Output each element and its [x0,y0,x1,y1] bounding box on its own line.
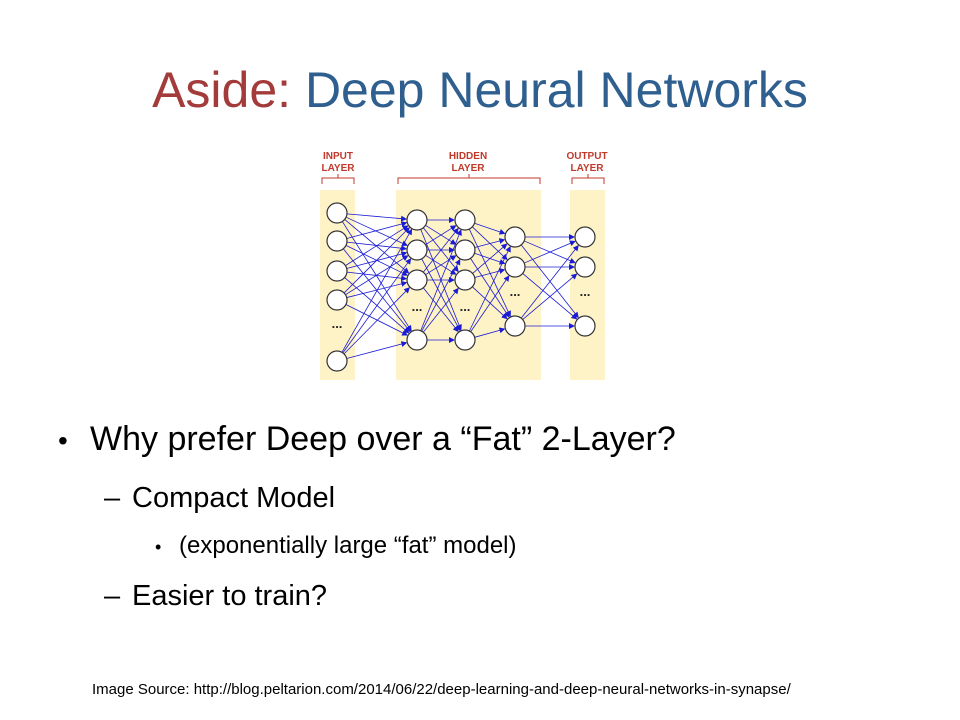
edge-l1n2-to-l2n1 [425,255,457,276]
edge-l1n1-to-l2n0 [425,225,457,246]
edge-l0n2-to-l1n3 [344,277,410,334]
ellipsis-layer3: ... [510,284,521,299]
edge-l1n2-to-l2n3 [422,287,459,333]
neuron-layer1-node2 [406,269,428,291]
edge-l3n1-to-l4n0 [524,240,576,264]
edge-l1n3-to-l2n1 [421,258,461,332]
edge-l0n2-to-l1n0 [345,225,409,266]
neuron-layer1-node3 [406,329,428,351]
edge-l1n3-to-l2n0 [420,229,462,331]
edge-l1n2-to-l2n0 [422,227,459,273]
ellipsis-layer1: ... [412,299,423,314]
neuron-layer3-node1 [504,256,526,278]
input-layer-bracket [321,174,355,184]
neuron-layer0-node1 [326,230,348,252]
edge-l0n3-to-l1n0 [343,227,410,294]
edge-l3n1-to-l4n2 [522,273,578,320]
output-layer-label-line2: LAYER [571,163,605,174]
neuron-layer1-node1 [406,239,428,261]
neuron-layer3-node2 [504,315,526,337]
neuron-layer2-node1 [454,239,476,261]
dash-marker: – [104,482,121,514]
edge-l0n3-to-l1n2 [346,280,408,298]
edge-l0n4-to-l1n3 [346,341,408,359]
edge-l1n3-to-l2n2 [422,287,459,333]
neuron-layer2-node2 [454,269,476,291]
edge-l2n3-to-l3n1 [470,275,510,332]
edge-l0n4-to-l1n0 [341,228,413,353]
edge-l3n0-to-l4n2 [520,244,579,319]
title-main: Deep Neural Networks [304,62,808,118]
sub-bullet-compact-text: Compact Model [132,482,336,514]
edge-l2n0-to-l3n2 [468,228,511,317]
slide-title: Aside: Deep Neural Networks [0,60,960,120]
sub-bullet-easier: –Easier to train? [104,578,327,614]
edge-l3n2-to-l4n0 [520,244,579,319]
edge-l2n2-to-l3n2 [472,286,508,320]
edge-l2n2-to-l3n0 [472,243,508,274]
sub-sub-bullet-text: (exponentially large “fat” model) [179,532,517,559]
neuron-nodes: ............... [326,202,596,372]
input-layer-label-line1: INPUT [323,151,353,162]
edge-l1n0-to-l2n1 [425,224,457,245]
image-source-caption: Image Source: http://blog.peltarion.com/… [92,681,791,698]
ellipsis-layer0: ... [332,316,343,331]
neuron-layer0-node3 [326,289,348,311]
bullet-dot: • [58,425,68,456]
output-layer-bracket [571,174,605,184]
dash-marker: – [104,580,121,612]
edge-l0n1-to-l1n0 [346,221,408,239]
connection-edges [341,213,579,359]
hidden-layer-label-line1: HIDDEN [449,151,487,162]
sub-sub-bullet: • (exponentially large “fat” model) [155,530,517,563]
bullet-main-text: Why prefer Deep over a “Fat” 2-Layer? [90,420,676,458]
edge-l3n2-to-l4n1 [522,273,578,320]
sub-bullet-compact: –Compact Model [104,480,335,516]
edge-l0n0-to-l1n3 [341,221,412,332]
edge-l2n1-to-l3n0 [474,238,506,248]
hidden-layer-label-line2: LAYER [452,163,486,174]
neuron-layer4-node0 [574,226,596,248]
neuron-layer4-node2 [574,315,596,337]
neuron-layer2-node3 [454,329,476,351]
neuron-layer0-node2 [326,260,348,282]
edge-l2n0-to-l3n1 [472,226,508,261]
neuron-layer4-node1 [574,256,596,278]
output-layer-label-line1: OUTPUT [566,151,607,162]
neuron-layer2-node0 [454,209,476,231]
edge-l2n1-to-l3n2 [470,258,510,318]
sub-bullet-easier-text: Easier to train? [132,580,328,612]
edge-l0n4-to-l1n2 [343,287,410,355]
neuron-layer0-node0 [326,202,348,224]
ellipsis-layer2: ... [460,299,471,314]
bullet-dot: • [155,537,162,557]
title-aside: Aside: [152,62,292,118]
output-layer-panel [570,190,605,380]
bullet-main: • Why prefer Deep over a “Fat” 2-Layer? [58,417,676,463]
neural-network-diagram: INPUT LAYER HIDDEN LAYER OUTPUT LAYER ..… [320,151,608,380]
edge-l0n4-to-l1n1 [342,258,412,354]
edge-l0n3-to-l1n3 [345,304,409,336]
edge-l2n0-to-l3n0 [474,222,506,235]
edge-l2n3-to-l3n2 [474,327,506,338]
neuron-layer1-node0 [406,209,428,231]
edge-l0n0-to-l1n0 [346,213,408,222]
edge-l2n3-to-l3n0 [469,245,511,332]
edge-l1n1-to-l2n3 [421,258,461,332]
input-layer-label-line2: LAYER [322,163,356,174]
edge-l2n1-to-l3n1 [474,252,506,265]
edge-l0n3-to-l1n1 [345,255,409,296]
neuron-layer3-node0 [504,226,526,248]
edge-l2n2-to-l3n1 [474,268,506,278]
edge-l1n1-to-l2n2 [425,254,457,275]
hidden-layer-bracket [397,174,541,184]
ellipsis-layer4: ... [580,284,591,299]
neuron-layer0-node4 [326,350,348,372]
